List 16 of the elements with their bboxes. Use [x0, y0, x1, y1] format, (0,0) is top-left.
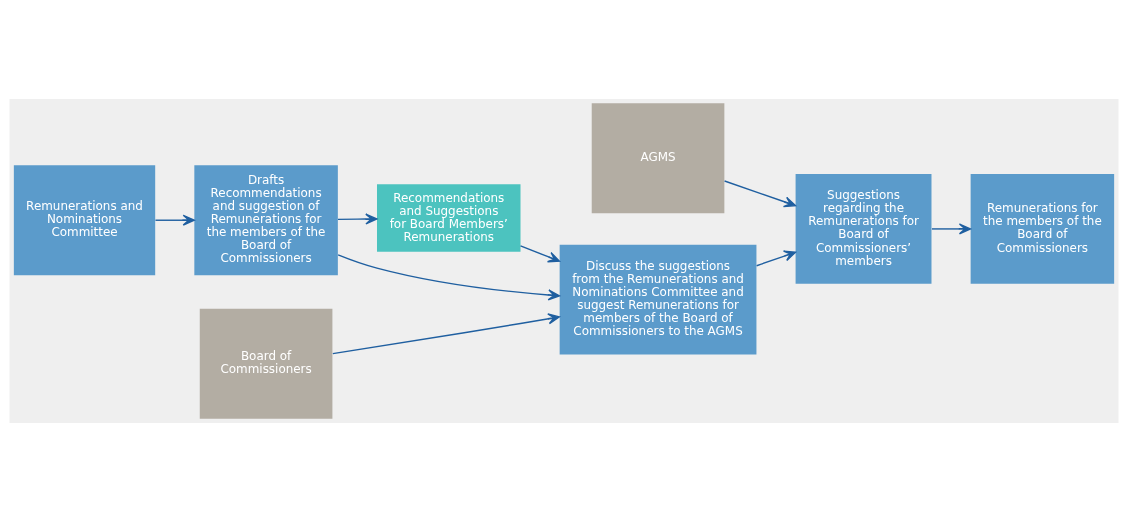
arrow — [337, 254, 561, 301]
node-box: Remunerations for the members of the Board of Commissioners — [970, 174, 1115, 284]
arrow — [332, 313, 561, 355]
arrow — [154, 214, 195, 226]
node-box: Recommendations and Suggestions for Board Members’ Remunerations — [377, 184, 521, 252]
arrow — [337, 213, 378, 225]
node-box: Drafts Recommendations and suggestion of Remunerations for the members of the Board of Commissioners — [194, 165, 338, 276]
node-box: Remunerations and Nominations Committee — [13, 165, 156, 276]
arrow — [931, 223, 972, 235]
arrow — [723, 180, 797, 208]
node-box: Discuss the suggestions from the Remunerations and Nominations Committee and suggest Remunerations for members of the Board of Commissioners to the AGMS — [559, 244, 757, 355]
arrow — [755, 250, 797, 267]
node-box: Suggestions regarding the Remunerations for Board of Commissioners’ members — [795, 174, 932, 284]
arrow — [519, 245, 561, 263]
node-box: AGMS — [591, 103, 725, 214]
node-box: Board of Commissioners — [199, 308, 333, 419]
